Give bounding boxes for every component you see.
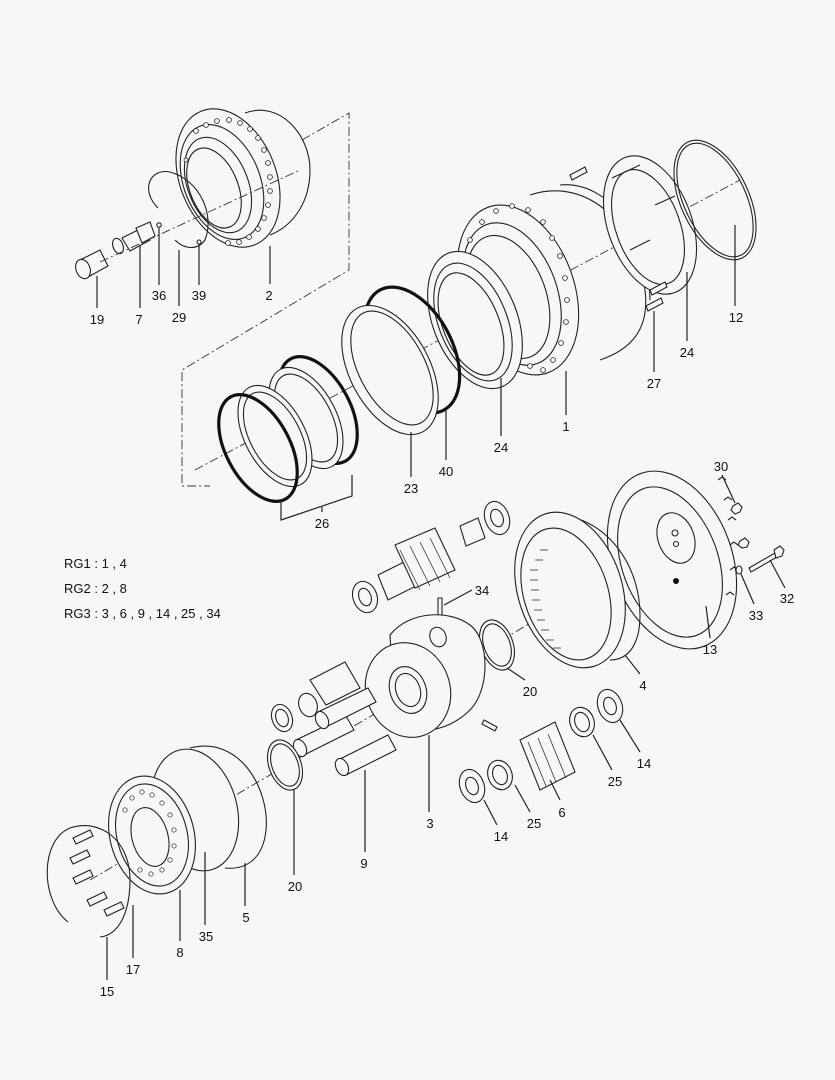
leader-20a xyxy=(506,667,526,681)
part-3-planet-carrier xyxy=(364,614,486,738)
part-32-bolt xyxy=(748,545,785,573)
callout-24a: 24 xyxy=(679,345,695,360)
callout-5: 5 xyxy=(242,910,250,925)
callout-24b: 24 xyxy=(493,440,509,455)
part-4-ring-gear xyxy=(514,511,641,669)
callout-33: 33 xyxy=(748,608,764,623)
leader-34 xyxy=(443,589,473,606)
part-29-snap-ring xyxy=(148,171,209,249)
part-30-plug xyxy=(730,502,743,515)
leader-33 xyxy=(740,573,755,605)
part-14-thrust-washer-upper xyxy=(596,688,624,724)
callout-25b: 25 xyxy=(526,816,542,831)
part-19-coupling xyxy=(75,249,109,280)
leader-25b xyxy=(514,784,531,813)
callout-19: 19 xyxy=(89,312,105,327)
callout-40: 40 xyxy=(438,464,454,479)
callout-35: 35 xyxy=(198,929,214,944)
part-7-pinion-shaft xyxy=(112,221,156,255)
callout-20a: 20 xyxy=(522,684,538,699)
callout-36: 36 xyxy=(151,288,167,303)
leader-25a xyxy=(592,734,613,771)
callout-26: 26 xyxy=(314,516,330,531)
part-25-needle-bearing-lower xyxy=(487,759,513,791)
part-9-shafts xyxy=(292,687,397,777)
callout-34: 34 xyxy=(474,583,490,598)
callout-7: 7 xyxy=(135,312,143,327)
part-33-washer xyxy=(735,565,743,575)
upper-planet-gear-cluster xyxy=(351,500,511,614)
left-planet-gear xyxy=(270,661,361,733)
axis-line-upper xyxy=(99,169,301,263)
part-36-ball xyxy=(156,222,162,228)
part-14-thrust-washer-lower xyxy=(458,768,486,804)
part-17-pins xyxy=(69,829,125,917)
callout-23: 23 xyxy=(403,481,419,496)
callout-14a: 14 xyxy=(636,756,652,771)
callout-32: 32 xyxy=(779,591,795,606)
spring-pin xyxy=(481,719,498,732)
callout-27: 27 xyxy=(646,376,662,391)
part-8-sun-carrier-gear xyxy=(108,775,196,895)
part-24-bearing-front xyxy=(427,250,523,390)
legend-rg3: RG3 : 3 , 6 , 9 , 14 , 25 , 34 xyxy=(64,606,221,621)
leader-32 xyxy=(769,559,786,589)
callout-14b: 14 xyxy=(493,829,509,844)
part-26-floating-seal-set xyxy=(217,355,359,503)
part-23-seal-ring xyxy=(341,304,439,436)
leader-14a xyxy=(619,719,641,753)
leader-6 xyxy=(549,779,561,801)
part-25-needle-bearing-upper xyxy=(569,706,595,738)
callout-1: 1 xyxy=(562,419,570,434)
part-24-bearing-rear xyxy=(602,155,698,295)
leader-13 xyxy=(705,605,711,639)
part-39-pin xyxy=(196,239,202,245)
leader-14b xyxy=(483,799,498,826)
part-20-thrust-washer-upper xyxy=(478,619,516,671)
part-2-housing xyxy=(175,108,311,248)
callout-3: 3 xyxy=(426,816,434,831)
legend-rg2: RG2 : 2 , 8 xyxy=(64,581,127,596)
callout-30: 30 xyxy=(713,459,729,474)
group-frame-dashed xyxy=(181,112,350,487)
callout-8: 8 xyxy=(176,945,184,960)
part-15-snap-ring xyxy=(46,825,131,938)
callout-39: 39 xyxy=(191,288,207,303)
part-plug-2 xyxy=(737,537,750,549)
legend-rg1: RG1 : 1 , 4 xyxy=(64,556,127,571)
part-12-o-ring xyxy=(673,139,757,261)
callout-25a: 25 xyxy=(607,774,623,789)
callout-12: 12 xyxy=(728,310,744,325)
leader-26-bracket xyxy=(280,475,353,521)
part-20-thrust-washer-lower xyxy=(266,739,304,791)
callout-4: 4 xyxy=(639,678,647,693)
callout-17: 17 xyxy=(125,962,141,977)
callout-9: 9 xyxy=(360,856,368,871)
callout-20b: 20 xyxy=(287,879,303,894)
callout-6: 6 xyxy=(558,805,566,820)
part-27-pins xyxy=(569,166,668,312)
callout-13: 13 xyxy=(702,642,718,657)
leader-4 xyxy=(624,654,641,675)
part-6-planet-gear xyxy=(519,721,576,791)
part-34-pin xyxy=(437,597,443,616)
callout-15: 15 xyxy=(99,984,115,999)
leader-30 xyxy=(721,474,736,504)
callout-29: 29 xyxy=(171,310,187,325)
callout-2: 2 xyxy=(265,288,273,303)
